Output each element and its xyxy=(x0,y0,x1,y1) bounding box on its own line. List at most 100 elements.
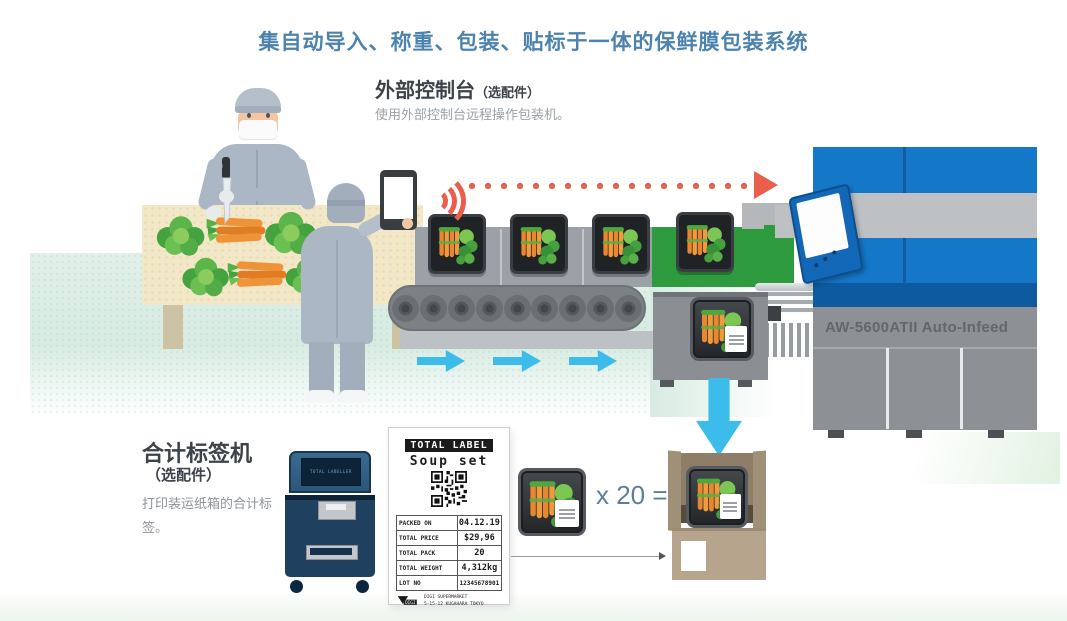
conveyor-roller xyxy=(587,294,615,322)
machine-lower-panels xyxy=(813,347,1037,430)
machine-foot xyxy=(828,430,844,438)
platform-divider xyxy=(500,229,502,285)
conveyor-rollers xyxy=(392,291,642,325)
panel-divider xyxy=(886,348,889,429)
receipt-row: TOTAL WEIGHT 4,312kg xyxy=(396,561,502,576)
page-title: 集自动导入、称重、包装、贴标于一体的保鲜膜包装系统 xyxy=(258,31,809,54)
total-labeler-option: （选配件） xyxy=(146,467,222,484)
printer-wheel xyxy=(356,580,369,593)
receipt-address-line1: DIGI SUPERMARKET xyxy=(424,595,468,600)
worker-b-seam xyxy=(336,240,338,338)
machine-floor-sheen xyxy=(838,432,1060,484)
receipt-row-label: TOTAL WEIGHT xyxy=(399,565,443,572)
wrapping-machine-foot xyxy=(660,380,674,387)
wrapped-tray xyxy=(518,468,586,536)
machine-foot xyxy=(988,430,1004,438)
console-button xyxy=(823,256,828,262)
bottom-wash xyxy=(0,592,1067,621)
worker-b-leg xyxy=(309,342,334,394)
worker-b-hand xyxy=(402,218,413,229)
receipt-row-label: TOTAL PRICE xyxy=(399,535,439,542)
machine-foot xyxy=(906,430,922,438)
wifi-signal-icon xyxy=(410,173,466,229)
qr-code xyxy=(431,471,467,507)
worker-a-eye xyxy=(247,113,251,118)
receipt-header: TOTAL LABEL xyxy=(405,439,493,452)
conveyor-roller xyxy=(503,294,531,322)
wrapping-machine-foot xyxy=(738,380,752,387)
external-console-option: （选配件） xyxy=(475,85,541,100)
transfer-bar xyxy=(755,283,815,291)
receipt-row: PACKED ON 04.12.19 xyxy=(396,515,502,531)
vegetable-tray xyxy=(428,214,486,274)
machine-label-zone: AW-5600ATII Auto-Infeed xyxy=(813,307,1037,347)
box-flap xyxy=(753,450,766,532)
worker-b-shoe xyxy=(306,390,335,402)
receipt-row-label: PACKED ON xyxy=(399,520,432,527)
receipt-footer: DIGI DIGI SUPERMARKET 5-15-12 KUGAHARA T… xyxy=(396,595,502,608)
multiplier-text: x 20 = xyxy=(596,480,668,510)
machine-seam xyxy=(903,238,906,283)
worker-a-glove xyxy=(219,190,234,203)
receipt-address-line2: 5-15-12 KUGAHARA TOKYO xyxy=(424,601,484,607)
vegetable-tray xyxy=(676,212,734,272)
table-leg xyxy=(163,303,183,349)
total-label-receipt: TOTAL LABEL Soup set PACKED ON 04.12.19 … xyxy=(388,427,510,608)
total-labeler-heading: 合计标签机 xyxy=(142,441,253,466)
total-labeler-description: 打印装运纸箱的合计标签。 xyxy=(142,496,273,536)
face-mask-icon xyxy=(239,120,277,139)
worker-a-glove xyxy=(206,206,221,219)
connector-line xyxy=(511,556,661,557)
broccoli-icon xyxy=(156,216,205,256)
wireless-link-dotted-line xyxy=(468,182,754,190)
printer-wheel xyxy=(290,580,303,593)
vegetable-tray xyxy=(592,214,650,274)
machine-model-label: AW-5600ATII Auto-Infeed xyxy=(825,318,1009,336)
vegetable-tray xyxy=(510,214,568,274)
console-screen xyxy=(796,192,849,259)
tray-price-label xyxy=(724,326,747,352)
digi-logo: DIGI xyxy=(397,596,417,606)
worker-a-zipper xyxy=(256,150,258,206)
box-flap xyxy=(668,450,681,532)
tablet-screen xyxy=(384,177,413,219)
receipt-row: TOTAL PRICE $29,96 xyxy=(396,531,502,546)
platform-divider xyxy=(582,229,584,285)
receipt-row-value: 12345678901 xyxy=(456,576,501,590)
external-console-heading-text: 外部控制台 xyxy=(375,80,475,102)
worker-b-leg xyxy=(340,342,365,394)
receipt-row-label: TOTAL PACK xyxy=(399,550,436,557)
console-button xyxy=(832,250,837,255)
panel-divider xyxy=(960,348,963,429)
printer-screen: TOTAL LABELLER xyxy=(301,458,361,486)
connector-arrowhead xyxy=(659,552,666,560)
wrapped-tray xyxy=(690,297,754,361)
auto-infeed-machine-top xyxy=(813,147,1037,193)
receipt-address: DIGI SUPERMARKET 5-15-12 KUGAHARA TOKYO xyxy=(424,595,484,608)
tray-price-label xyxy=(719,494,741,519)
carrot-bunch-icon xyxy=(227,261,287,288)
receipt-row-value: 20 xyxy=(456,546,501,560)
wireless-link-arrowhead xyxy=(754,171,778,199)
worker-a-eye xyxy=(266,113,270,118)
receipt-row-value: $29,96 xyxy=(456,531,501,545)
receipt-row-label: LOT NO xyxy=(399,580,421,587)
receipt-table: PACKED ON 04.12.19 TOTAL PRICE $29,96 TO… xyxy=(396,515,502,591)
console-button xyxy=(813,262,819,268)
worker-b-cap-band xyxy=(327,200,365,206)
worker-a-cap-band xyxy=(235,106,281,113)
conveyor-roller xyxy=(531,294,559,322)
receipt-row-value: 4,312kg xyxy=(456,561,501,575)
receipt-product: Soup set xyxy=(409,454,489,469)
receipt-row: TOTAL PACK 20 xyxy=(396,546,502,561)
auto-infeed-machine-darkband xyxy=(813,283,1037,307)
conveyor-roller xyxy=(392,294,419,322)
receipt-row: LOT NO 12345678901 xyxy=(396,576,502,591)
external-console-heading: 外部控制台（选配件） xyxy=(375,74,540,103)
printer-lower-slot-inner xyxy=(310,548,352,555)
conveyor-roller xyxy=(447,294,475,322)
worker-b-shoe xyxy=(339,390,368,402)
conveyor-roller xyxy=(615,294,642,322)
wrapped-tray-in-box xyxy=(686,466,748,528)
